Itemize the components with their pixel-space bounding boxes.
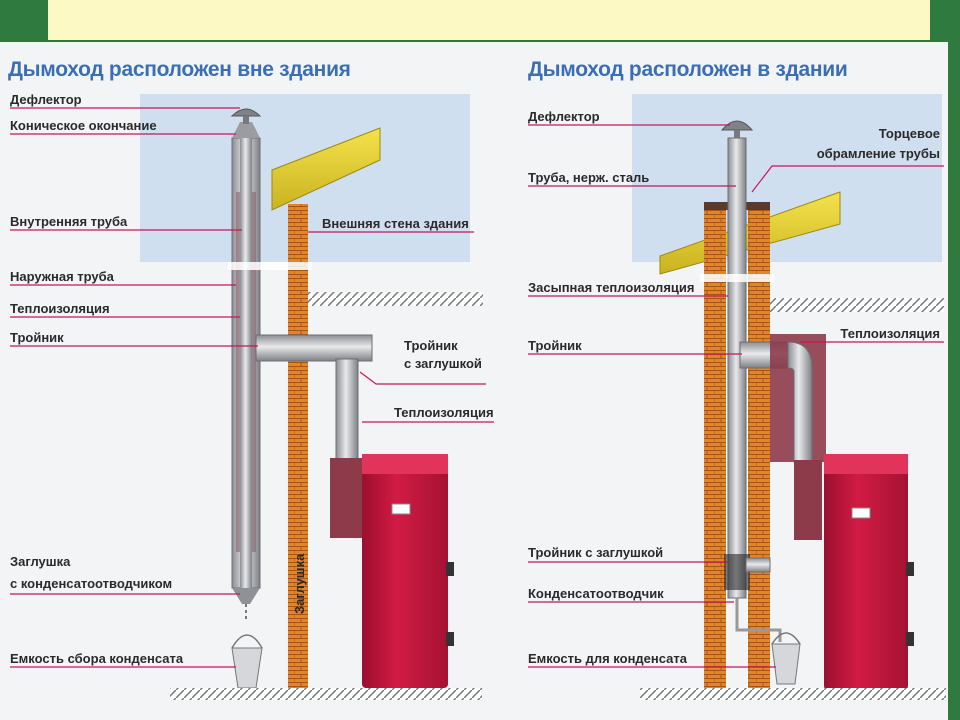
label-plug-2: с конденсатоотводчиком bbox=[10, 576, 173, 591]
label-end-frame-2: обрамление трубы bbox=[816, 146, 940, 161]
left-deflector bbox=[230, 108, 262, 117]
label-condensate-trap: Конденсатоотводчик bbox=[528, 586, 664, 601]
left-condensate-tank bbox=[231, 647, 263, 689]
label-outer-wall: Внешняя стена здания bbox=[322, 216, 469, 231]
label-tee-plug-1: Тройник bbox=[404, 338, 458, 353]
label-condensate-tank-left: Емкость сбора конденсата bbox=[10, 651, 184, 666]
right-title: Дымоход расположен в здании bbox=[528, 58, 848, 81]
left-inner-pipe bbox=[240, 138, 252, 588]
label-inner-pipe: Внутренняя труба bbox=[10, 214, 128, 229]
slide-top-banner bbox=[48, 0, 930, 40]
label-tee-right: Тройник bbox=[528, 338, 582, 353]
label-insulation-right: Теплоизоляция bbox=[840, 326, 940, 341]
label-tee-left: Тройник bbox=[10, 330, 64, 345]
label-conical-end: Коническое окончание bbox=[10, 118, 157, 133]
right-leader-lines bbox=[528, 124, 944, 668]
label-fill-insulation: Засыпная теплоизоляция bbox=[528, 280, 695, 295]
chimney-diagram-board: Дымоход расположен вне здания Дефлектор … bbox=[0, 42, 948, 720]
left-condensate-plug bbox=[232, 588, 260, 604]
left-tee bbox=[255, 334, 373, 362]
left-leader-lines bbox=[10, 107, 494, 668]
label-deflector-right: Дефлектор bbox=[528, 109, 600, 124]
right-deflector bbox=[720, 120, 754, 131]
chimney-diagram bbox=[10, 94, 946, 700]
left-connector-pipe bbox=[335, 358, 359, 466]
right-diagram bbox=[528, 94, 946, 700]
label-outer-pipe: Наружная труба bbox=[10, 269, 114, 284]
left-flue-box bbox=[330, 458, 364, 538]
left-diagram bbox=[10, 94, 494, 700]
label-tee-plug-right: Тройник с заглушкой bbox=[528, 545, 664, 560]
right-brick-shaft-left bbox=[704, 202, 726, 690]
left-ceiling bbox=[308, 292, 483, 306]
label-steel-pipe: Труба, нерж. сталь bbox=[528, 170, 650, 185]
label-end-frame-1: Торцевое bbox=[878, 126, 940, 141]
left-floor bbox=[170, 688, 482, 700]
label-insulation-2: Теплоизоляция bbox=[394, 405, 494, 420]
label-plug-vertical: Заглушка bbox=[292, 553, 307, 614]
label-insulation-left: Теплоизоляция bbox=[10, 301, 110, 316]
left-title: Дымоход расположен вне здания bbox=[8, 58, 351, 81]
right-flue-box bbox=[794, 460, 822, 540]
right-condensate-trap bbox=[735, 598, 782, 642]
right-ceiling bbox=[770, 298, 944, 312]
label-tee-plug-2: с заглушкой bbox=[404, 356, 482, 371]
right-condensate-tank bbox=[771, 643, 801, 685]
left-boiler bbox=[362, 454, 454, 688]
label-condensate-tank-right: Емкость для конденсата bbox=[528, 651, 687, 666]
label-deflector-left: Дефлектор bbox=[10, 92, 82, 107]
right-floor bbox=[640, 688, 946, 700]
left-roof bbox=[271, 127, 381, 211]
left-outer-wall bbox=[288, 204, 308, 690]
label-plug-1: Заглушка bbox=[10, 554, 71, 569]
right-boiler bbox=[824, 454, 914, 690]
left-conical-end bbox=[232, 122, 260, 138]
